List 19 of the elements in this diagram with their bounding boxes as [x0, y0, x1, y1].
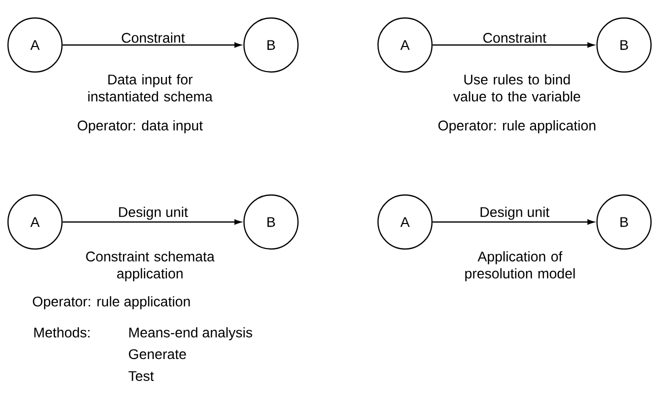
- caption-text: Methods:: [34, 327, 90, 338]
- arrow: [62, 219, 242, 225]
- caption-text: Means-end analysis: [129, 327, 252, 340]
- caption-text: Operator: rule application: [32, 296, 190, 310]
- edge-label: Constraint: [483, 32, 546, 43]
- caption-text: Application of presolution model: [465, 251, 575, 282]
- caption-text: Operator: data input: [78, 120, 203, 134]
- caption-text: Operator: rule application: [438, 120, 596, 134]
- arrow: [62, 42, 242, 48]
- edge-label: Design unit: [480, 206, 550, 220]
- arrow: [432, 42, 594, 48]
- edge-label: Design unit: [119, 206, 188, 220]
- caption-text: Use rules to bind value to the variable: [453, 74, 580, 102]
- caption-text: Test: [128, 371, 154, 381]
- edge-label: Constraint: [122, 32, 185, 43]
- caption-text: Data input for instantiated schema: [88, 74, 213, 102]
- caption-text: Generate: [128, 349, 186, 360]
- arrow: [432, 219, 594, 225]
- caption-text: Constraint schemata application: [86, 251, 215, 282]
